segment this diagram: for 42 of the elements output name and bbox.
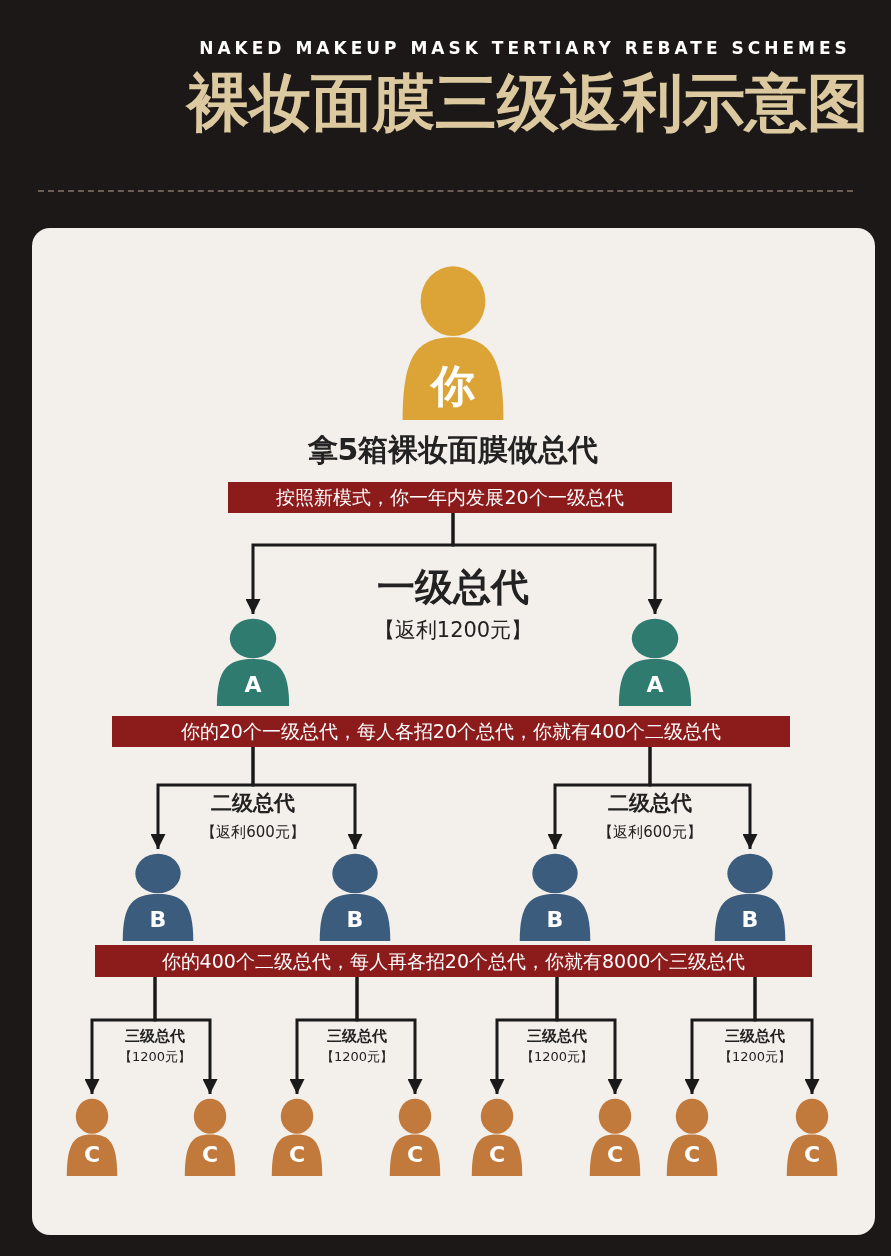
person-letter: C [406, 1144, 424, 1166]
person-letter: C [488, 1144, 506, 1166]
person-letter: C [606, 1144, 624, 1166]
level-heading: 三级总代 [125, 1029, 185, 1044]
person-letter: A [244, 674, 262, 696]
subtitle: NAKED MAKEUP MASK TERTIARY REBATE SCHEMES [199, 40, 851, 57]
person-letter: C [683, 1144, 701, 1166]
level-heading: 三级总代 [327, 1029, 387, 1044]
title: 裸妆面膜三级返利示意图 [184, 72, 870, 134]
level-heading: 二级总代 [608, 793, 692, 814]
arrow [251, 747, 363, 849]
node-label: 拿5箱裸妆面膜做总代 [307, 435, 599, 465]
banner: 你的400个二级总代，每人再各招20个总代，你就有8000个三级总代 [95, 945, 812, 977]
person-letter: C [201, 1144, 219, 1166]
banner: 按照新模式，你一年内发展20个一级总代 [228, 482, 672, 513]
person-letter: C [288, 1144, 306, 1166]
person-letter: A [646, 674, 664, 696]
level-heading: 三级总代 [527, 1029, 587, 1044]
rebate-note: 【返利600元】 [201, 825, 305, 840]
rebate-note: 【1200元】 [520, 1050, 594, 1063]
rebate-note: 【返利1200元】 [373, 620, 533, 641]
rebate-note: 【1200元】 [118, 1050, 192, 1063]
arrow [153, 977, 218, 1094]
arrow [555, 977, 623, 1094]
banner: 你的20个一级总代，每人各招20个总代，你就有400个二级总代 [112, 716, 790, 747]
level-heading: 三级总代 [725, 1029, 785, 1044]
person-letter: B [149, 909, 167, 931]
arrow [753, 977, 820, 1094]
arrow [451, 513, 663, 614]
person-letter: C [803, 1144, 821, 1166]
arrow [355, 977, 423, 1094]
person-letter: B [546, 909, 564, 931]
arrow [648, 747, 758, 849]
level-heading: 一级总代 [377, 568, 529, 606]
person-letter: B [346, 909, 364, 931]
person-letter: C [83, 1144, 101, 1166]
person-letter: B [741, 909, 759, 931]
rebate-note: 【返利600元】 [598, 825, 702, 840]
rebate-note: 【1200元】 [320, 1050, 394, 1063]
level-heading: 二级总代 [211, 793, 295, 814]
rebate-note: 【1200元】 [718, 1050, 792, 1063]
person-letter: 你 [431, 364, 475, 408]
